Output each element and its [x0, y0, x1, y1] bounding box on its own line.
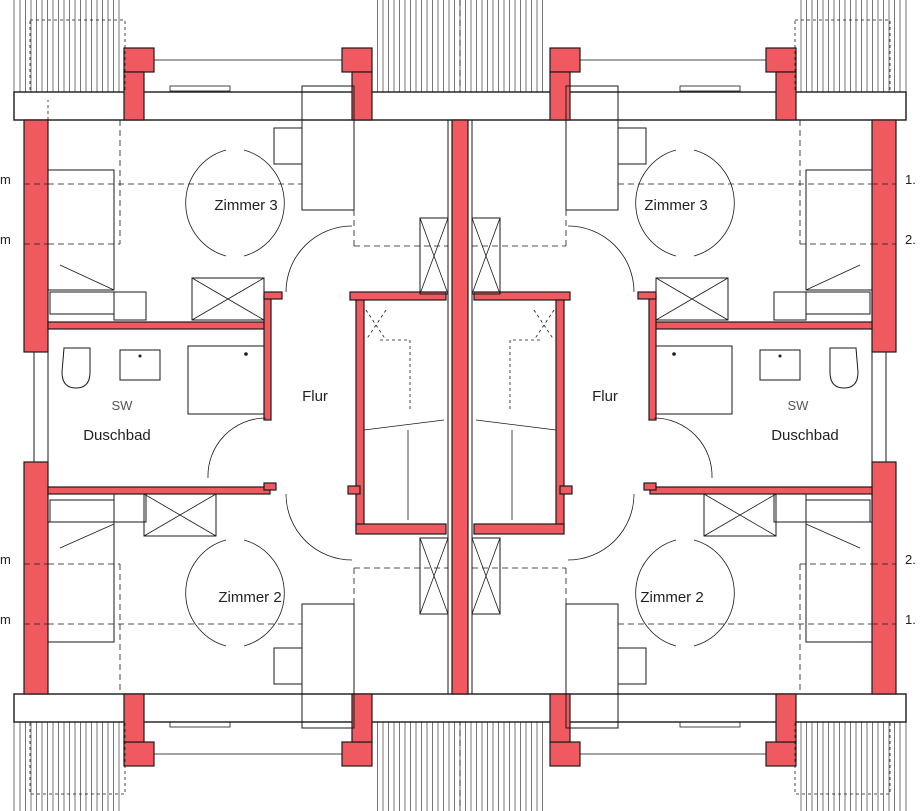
- dim-left-2: m: [0, 232, 11, 247]
- red-wall-segment: [355, 299, 365, 531]
- red-wall-segment: [451, 119, 469, 695]
- red-wall-segment: [263, 295, 272, 421]
- red-wall-segment: [649, 321, 873, 330]
- red-wall-segment: [123, 693, 145, 743]
- red-wall-segment: [349, 291, 447, 301]
- red-wall-segment: [871, 461, 897, 695]
- door-swings: [185, 149, 735, 647]
- red-wall-segment: [549, 47, 581, 73]
- duschbad-left-label: Duschbad: [83, 427, 151, 444]
- zimmer2-right-label: Zimmer 2: [640, 589, 703, 606]
- red-wall-segment: [473, 291, 571, 301]
- red-wall-segment: [47, 321, 271, 330]
- dim-right-1: 1.: [905, 172, 916, 187]
- red-wall-segment: [263, 482, 277, 491]
- zimmer3-left-label: Zimmer 3: [214, 197, 277, 214]
- red-wall-segment: [871, 119, 897, 353]
- red-wall-segment: [775, 71, 797, 121]
- red-wall-segment: [123, 47, 155, 73]
- red-wall-segment: [47, 486, 271, 495]
- red-wall-segment: [347, 485, 361, 495]
- flur-right-label: Flur: [592, 388, 618, 405]
- dashed-lines: [24, 19, 896, 795]
- room-outlines: [24, 119, 896, 695]
- red-wall-segment: [637, 291, 657, 300]
- duschbad-right-label: Duschbad: [771, 427, 839, 444]
- dim-left-4: m: [0, 612, 11, 627]
- red-wall-segment: [263, 291, 283, 300]
- red-wall-segment: [351, 693, 373, 743]
- dim-left-3: m: [0, 552, 11, 567]
- red-wall-segment: [123, 741, 155, 767]
- red-wall-segment: [549, 71, 571, 121]
- dim-right-2: 2.: [905, 232, 916, 247]
- red-walls: [23, 47, 897, 767]
- sw-right-label: SW: [788, 398, 810, 413]
- red-wall-segment: [559, 485, 573, 495]
- red-wall-segment: [23, 119, 49, 353]
- red-wall-segment: [123, 71, 145, 121]
- red-wall-segment: [649, 486, 873, 495]
- red-wall-segment: [549, 741, 581, 767]
- dim-right-4: 1.: [905, 612, 916, 627]
- red-wall-segment: [765, 47, 797, 73]
- flur-left-label: Flur: [302, 388, 328, 405]
- red-wall-segment: [643, 482, 657, 491]
- red-wall-segment: [341, 47, 373, 73]
- red-wall-segment: [648, 295, 657, 421]
- red-wall-segment: [351, 71, 373, 121]
- red-wall-segment: [775, 693, 797, 743]
- roof-hatching: [13, 0, 907, 811]
- red-wall-segment: [23, 461, 49, 695]
- dim-right-3: 2.: [905, 552, 916, 567]
- red-wall-segment: [555, 299, 565, 531]
- outer-walls: [13, 91, 907, 723]
- zimmer3-right-label: Zimmer 3: [644, 197, 707, 214]
- furniture: [47, 85, 873, 729]
- dim-left-1: m: [0, 172, 11, 187]
- sw-left-label: SW: [112, 398, 134, 413]
- red-wall-segment: [473, 523, 565, 535]
- red-wall-segment: [549, 693, 571, 743]
- red-wall-segment: [355, 523, 447, 535]
- zimmer2-left-label: Zimmer 2: [218, 589, 281, 606]
- red-wall-segment: [765, 741, 797, 767]
- red-wall-segment: [341, 741, 373, 767]
